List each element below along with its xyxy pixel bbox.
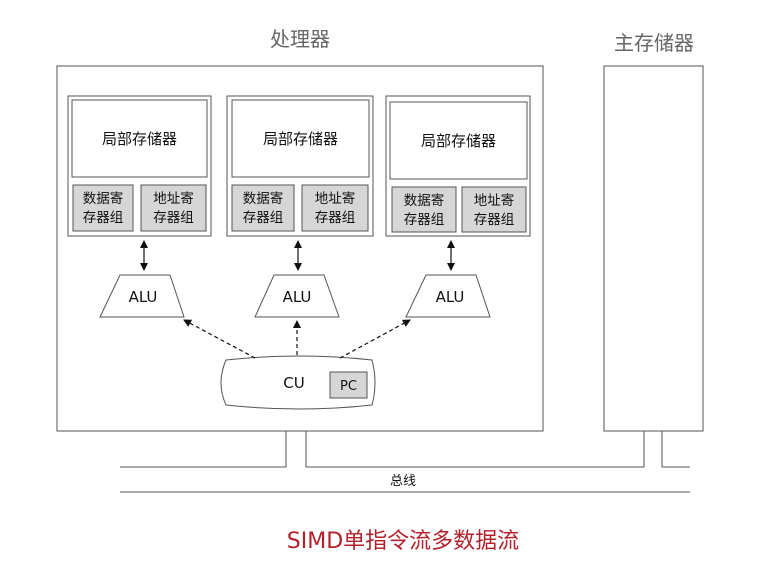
data-register-label-line1: 数据寄 <box>83 190 124 207</box>
data-register-label-line2: 存器组 <box>243 210 284 226</box>
local-memory-box <box>389 101 528 180</box>
address-register-label-line2: 存器组 <box>153 210 194 226</box>
address-register-box <box>301 184 369 232</box>
main-memory-title: 主存储器 <box>614 31 694 55</box>
data-register-box <box>72 184 134 232</box>
data-register-label-line2: 存器组 <box>404 212 445 228</box>
data-register-label-line1: 数据寄 <box>404 192 445 209</box>
alu-shape <box>254 274 340 318</box>
bus-top-right <box>661 431 690 468</box>
processing-unit-2: 局部存储器 数据寄 存器组 地址寄 存器组 ALU <box>226 95 374 318</box>
data-register-box <box>231 184 295 232</box>
local-memory-box <box>71 99 208 178</box>
alu-label: ALU <box>283 288 312 306</box>
bus-top-middle <box>305 431 645 468</box>
data-register-box <box>391 186 457 233</box>
bus-label: 总线 <box>390 474 416 489</box>
address-register-label-line2: 存器组 <box>315 210 356 226</box>
pc-box <box>329 371 368 399</box>
main-memory-box <box>603 65 704 432</box>
address-register-label-line1: 地址寄 <box>153 190 194 207</box>
bus-top-left <box>120 431 287 468</box>
address-register-label-line1: 地址寄 <box>474 192 515 209</box>
address-register-box <box>140 184 207 232</box>
alu-label: ALU <box>129 288 158 306</box>
address-register-label-line1: 地址寄 <box>315 190 356 207</box>
cu-control-arrow-3 <box>339 319 411 359</box>
diagram-caption: SIMD单指令流多数据流 <box>287 529 519 554</box>
data-register-label-line2: 存器组 <box>83 210 124 226</box>
bus <box>120 431 690 493</box>
data-register-label-line1: 数据寄 <box>243 190 284 207</box>
local-memory-label: 局部存储器 <box>102 130 177 148</box>
address-register-box <box>461 186 527 233</box>
local-memory-box <box>231 99 370 178</box>
alu-shape <box>99 274 185 318</box>
pc-label: PC <box>340 379 357 394</box>
processor-title: 处理器 <box>270 27 330 51</box>
local-memory-label: 局部存储器 <box>421 132 496 150</box>
processing-unit-3: 局部存储器 数据寄 存器组 地址寄 存器组 ALU <box>385 95 531 318</box>
address-register-label-line2: 存器组 <box>474 212 515 228</box>
local-memory-label: 局部存储器 <box>263 130 338 148</box>
alu-label: ALU <box>436 288 465 306</box>
alu-shape <box>405 274 491 318</box>
cu-label: CU <box>283 374 304 392</box>
processing-unit-1: 局部存储器 数据寄 存器组 地址寄 存器组 ALU <box>67 95 212 318</box>
